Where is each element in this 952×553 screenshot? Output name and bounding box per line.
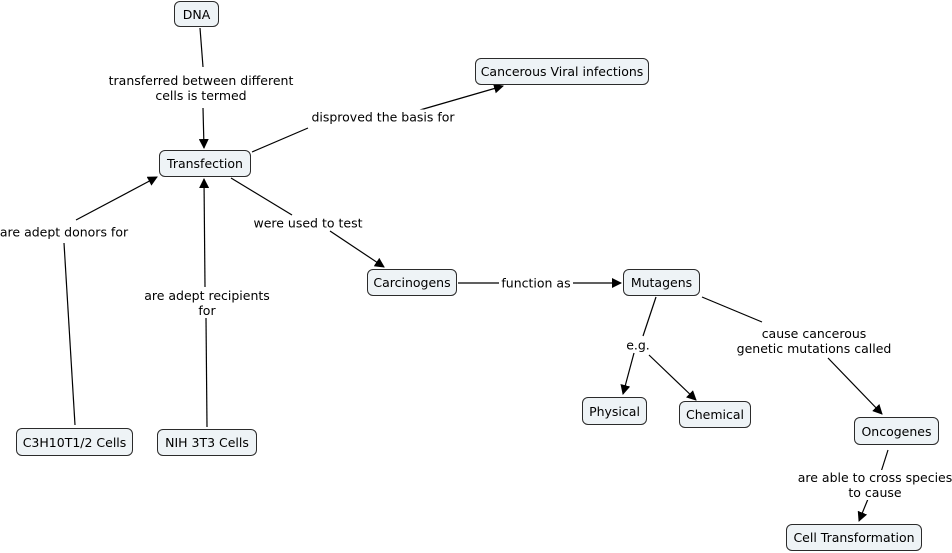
concept-oncogenes-label: Oncogenes — [861, 423, 932, 439]
link-transfection-carcinogens[interactable]: were used to test — [252, 215, 364, 231]
link-c3h-transfection[interactable]: are adept donors for — [0, 224, 130, 240]
edge-label-oncogenes — [827, 357, 883, 415]
link-dna-transfection-line2: cells is termed — [155, 88, 247, 103]
edge-dna-label — [199, 27, 204, 68]
concept-c3h10t12-cells[interactable]: C3H10T1/2 Cells — [16, 428, 133, 456]
edge-mutagens-label — [701, 296, 763, 323]
concept-cell-transformation-label: Cell Transformation — [793, 530, 915, 545]
concept-nih3t3-cells[interactable]: NIH 3T3 Cells — [157, 429, 257, 456]
link-mutagens-eg[interactable]: e.g. — [625, 337, 651, 353]
edge-label-viral — [419, 83, 504, 111]
link-dna-transfection-line1: transferred between different — [108, 73, 294, 88]
concept-cancerous-viral-infections-label: Cancerous Viral infections — [480, 64, 644, 79]
concept-transfection-label: Transfection — [167, 156, 243, 171]
link-mutagens-oncogenes-line2: genetic mutations called — [736, 341, 892, 356]
link-transfection-viral[interactable]: disproved the basis for — [310, 109, 456, 125]
concept-mutagens[interactable]: Mutagens — [623, 269, 700, 296]
link-mutagens-oncogenes-line1: cause cancerous — [761, 326, 867, 341]
link-nih-transfection-line2: for — [198, 303, 216, 318]
link-transfection-viral-line1: disproved the basis for — [311, 109, 455, 125]
concept-transfection[interactable]: Transfection — [159, 150, 251, 177]
link-oncogenes-celltransform[interactable]: are able to cross species to cause — [796, 470, 952, 500]
link-dna-transfection[interactable]: transferred between different cells is t… — [107, 73, 295, 103]
concept-nih3t3-cells-label: NIH 3T3 Cells — [165, 435, 249, 450]
edge-eg-physical — [620, 352, 635, 395]
edge-transfection-label2 — [230, 177, 293, 216]
edge-oncogenes-label — [880, 449, 889, 473]
edge-label-transfection-donor — [75, 176, 158, 221]
concept-dna[interactable]: DNA — [174, 1, 219, 27]
concept-carcinogens[interactable]: Carcinogens — [367, 269, 457, 296]
edge-transfection-label — [251, 127, 309, 153]
concept-mutagens-label: Mutagens — [630, 275, 693, 290]
link-nih-transfection-line1: are adept recipients — [144, 288, 270, 303]
concept-carcinogens-label: Carcinogens — [373, 275, 451, 290]
concept-cancerous-viral-infections[interactable]: Cancerous Viral infections — [475, 58, 649, 85]
link-carcinogens-mutagens-line1: function as — [501, 275, 571, 291]
concept-c3h10t12-cells-label: C3H10T1/2 Cells — [22, 434, 127, 450]
edge-label-transfection — [198, 107, 209, 149]
link-transfection-carcinogens-line1: were used to test — [253, 215, 363, 231]
edge-mutagens-eg — [642, 296, 657, 337]
concept-oncogenes[interactable]: Oncogenes — [854, 417, 939, 445]
edge-label-carcinogens — [329, 230, 385, 268]
edge-eg-chemical — [648, 354, 697, 401]
link-oncogenes-celltransform-line1: are able to cross species — [797, 470, 952, 485]
link-mutagens-oncogenes[interactable]: cause cancerous genetic mutations called — [735, 326, 893, 356]
concept-cell-transformation[interactable]: Cell Transformation — [786, 524, 922, 551]
concept-chemical-label: Chemical — [686, 407, 744, 422]
edge-label-celltransform — [857, 498, 869, 522]
concept-chemical[interactable]: Chemical — [679, 401, 751, 428]
link-c3h-transfection-line1: are adept donors for — [0, 224, 129, 240]
link-mutagens-eg-line1: e.g. — [626, 337, 650, 353]
concept-physical-label: Physical — [589, 403, 640, 419]
link-oncogenes-celltransform-line2: to cause — [848, 485, 902, 500]
concept-dna-label: DNA — [182, 6, 211, 22]
edge-label-transfection-recipient — [199, 178, 210, 288]
link-nih-transfection[interactable]: are adept recipients for — [143, 288, 271, 318]
edge-nih-label — [205, 317, 208, 428]
concept-physical[interactable]: Physical — [582, 397, 647, 425]
link-carcinogens-mutagens[interactable]: function as — [500, 275, 572, 291]
edge-c3h-label — [63, 242, 76, 426]
